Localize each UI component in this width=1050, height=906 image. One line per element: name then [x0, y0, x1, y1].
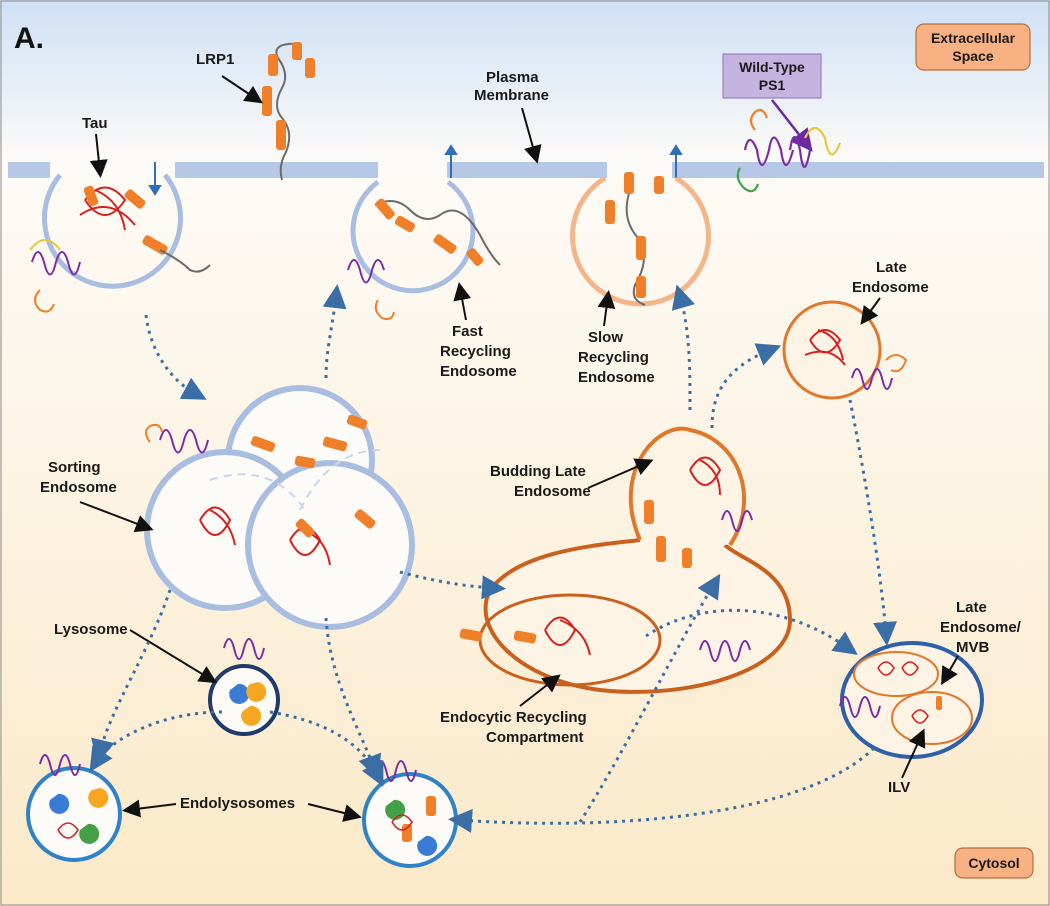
cytosol-box: Cytosol: [954, 847, 1034, 879]
lrp1-pointer-arrow: [221, 75, 263, 104]
sorting-endosome-line1: Sorting: [48, 459, 101, 476]
endolysosome-left: [26, 754, 122, 862]
lysosome: [208, 638, 280, 736]
endolysosomes-label: Endolysosomes: [180, 795, 295, 812]
endolysosomes-pointer-right: [307, 803, 362, 822]
budding-endocytic-vesicle: [29, 173, 211, 313]
lysosome-pointer: [129, 629, 218, 684]
ps1-line2: PS1: [759, 77, 786, 93]
extracellular-line2: Space: [952, 48, 993, 64]
endolysosomes-pointer-left: [122, 799, 177, 818]
fast-recycling-endosome: [347, 179, 501, 321]
late-endosome-line2: Endosome: [852, 279, 929, 296]
slow-recycling-endosome: [570, 172, 711, 307]
ps1-membrane-protein: [736, 108, 842, 193]
cytosol-label: Cytosol: [968, 855, 1019, 871]
lrp1-label: LRP1: [196, 51, 234, 68]
sorting-endosome: [144, 385, 415, 630]
mvb-line1: Late: [956, 599, 987, 616]
lysosome-label: Lysosome: [54, 621, 128, 638]
plasma-membrane: [8, 162, 1044, 178]
extracellular-space-box: Extracellular Space: [915, 23, 1031, 71]
membrane-direction-arrows: [148, 144, 683, 196]
lrp1-surface: [262, 42, 315, 181]
plasma-membrane-line1: Plasma: [486, 69, 539, 86]
tau-label: Tau: [82, 115, 108, 132]
erc-line2: Compartment: [486, 729, 584, 746]
late-endosome-mvb: [839, 641, 984, 759]
ps1-pointer-arrow: [771, 99, 813, 152]
ps1-line1: Wild-Type: [739, 59, 805, 75]
trafficking-arrows: [89, 284, 897, 833]
mvb-line3: MVB: [956, 639, 990, 656]
fast-recycling-pointer: [453, 282, 472, 321]
ps1-box: Wild-Type PS1: [722, 53, 822, 99]
fast-recycling-line1: Fast: [452, 323, 483, 340]
late-endosome: [782, 300, 908, 400]
erc-line1: Endocytic Recycling: [440, 709, 587, 726]
ilv-label: ILV: [888, 779, 910, 796]
sorting-endosome-line2: Endosome: [40, 479, 117, 496]
budding-late-pointer: [587, 458, 654, 489]
mvb-line2: Endosome/: [940, 619, 1022, 636]
extracellular-line1: Extracellular: [931, 30, 1016, 46]
budding-late-line1: Budding Late: [490, 463, 586, 480]
sorting-endosome-pointer: [79, 501, 154, 533]
slow-recycling-line1: Slow: [588, 329, 623, 346]
mvb-pointer: [940, 655, 959, 686]
fast-recycling-line3: Endosome: [440, 363, 517, 380]
ilv-pointer: [901, 728, 926, 779]
panel-label: A.: [14, 22, 44, 55]
fast-recycling-line2: Recycling: [440, 343, 511, 360]
plasma-membrane-line2: Membrane: [474, 87, 549, 104]
erc-pointer: [519, 674, 561, 707]
late-endosome-line1: Late: [876, 259, 907, 276]
late-endosome-pointer: [860, 297, 881, 325]
plasma-membrane-pointer: [521, 107, 542, 164]
slow-recycling-line3: Endosome: [578, 369, 655, 386]
tau-pointer-arrow: [89, 133, 108, 178]
slow-recycling-pointer: [597, 290, 616, 327]
endolysosome-right: [362, 760, 458, 868]
slow-recycling-line2: Recycling: [578, 349, 649, 366]
budding-late-line2: Endosome: [514, 483, 591, 500]
